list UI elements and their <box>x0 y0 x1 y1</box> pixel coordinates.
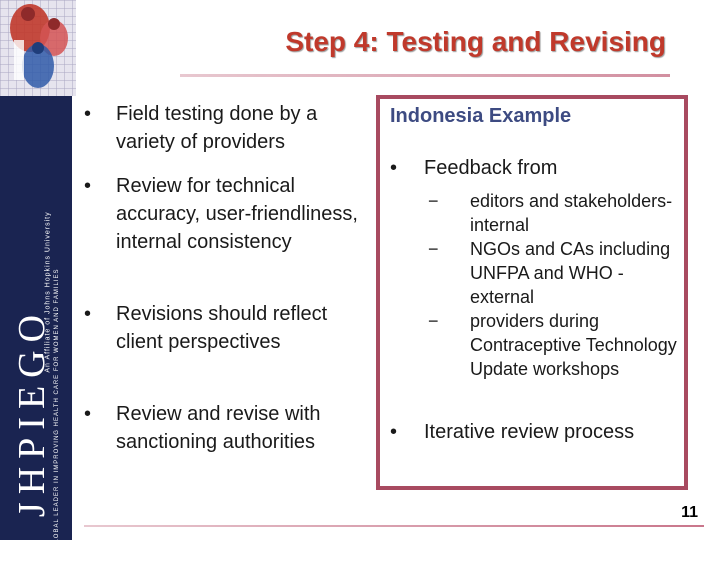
bullet-text: Revisions should reflect client perspect… <box>116 303 328 353</box>
bullet-text: Iterative review process <box>424 421 635 443</box>
sub-item-text: NGOs and CAs including UNFPA and WHO - e… <box>470 239 671 307</box>
title-divider <box>180 74 670 77</box>
bullet-marker: • <box>84 403 92 425</box>
bullet-marker: • <box>390 157 398 179</box>
bullet-marker: • <box>390 421 398 443</box>
bullet-marker: • <box>84 175 92 197</box>
list-item: • Review and revise with sanctioning aut… <box>84 400 364 456</box>
dash-marker: − <box>428 311 439 331</box>
page-number: 11 <box>681 504 698 521</box>
list-item: • Field testing done by a variety of pro… <box>84 100 364 172</box>
bullet-text: Review and revise with sanctioning autho… <box>116 403 321 453</box>
bullet-marker: • <box>84 303 92 325</box>
list-item: • Revisions should reflect client perspe… <box>84 300 364 400</box>
list-item: − NGOs and CAs including UNFPA and WHO -… <box>428 237 678 309</box>
list-item: • Review for technical accuracy, user-fr… <box>84 172 364 300</box>
brand-tagline: A GLOBAL LEADER IN IMPROVING HEALTH CARE… <box>54 268 60 556</box>
brand-name: JHPIEGO <box>11 306 53 518</box>
sub-item-text: providers during Contraceptive Technolog… <box>470 311 677 379</box>
bullet-text: Feedback from <box>424 157 558 179</box>
slide-title: Step 4: Testing and Revising <box>285 26 666 57</box>
bullet-text: Field testing done by a variety of provi… <box>116 103 318 153</box>
footer-divider <box>84 525 704 527</box>
brand-logotype: JHPIEGO A GLOBAL LEADER IN IMPROVING HEA… <box>11 252 60 572</box>
example-title: Indonesia Example <box>390 105 572 127</box>
sub-item-text: editors and stakeholders- internal <box>470 191 673 235</box>
dash-marker: − <box>428 239 439 259</box>
feedback-sub-list: − editors and stakeholders- internal − N… <box>428 189 678 381</box>
bullet-marker: • <box>84 103 92 125</box>
bullet-text: Review for technical accuracy, user-frie… <box>116 175 358 253</box>
brand-sidebar: An Affiliate of Johns Hopkins University… <box>0 96 72 556</box>
dash-marker: − <box>428 191 439 211</box>
left-bullet-list: • Field testing done by a variety of pro… <box>84 100 364 456</box>
list-item: − editors and stakeholders- internal <box>428 189 678 237</box>
family-figures-icon <box>0 0 76 96</box>
list-item: − providers during Contraceptive Technol… <box>428 309 678 381</box>
example-box: Indonesia Example • Feedback from − edit… <box>376 95 688 490</box>
